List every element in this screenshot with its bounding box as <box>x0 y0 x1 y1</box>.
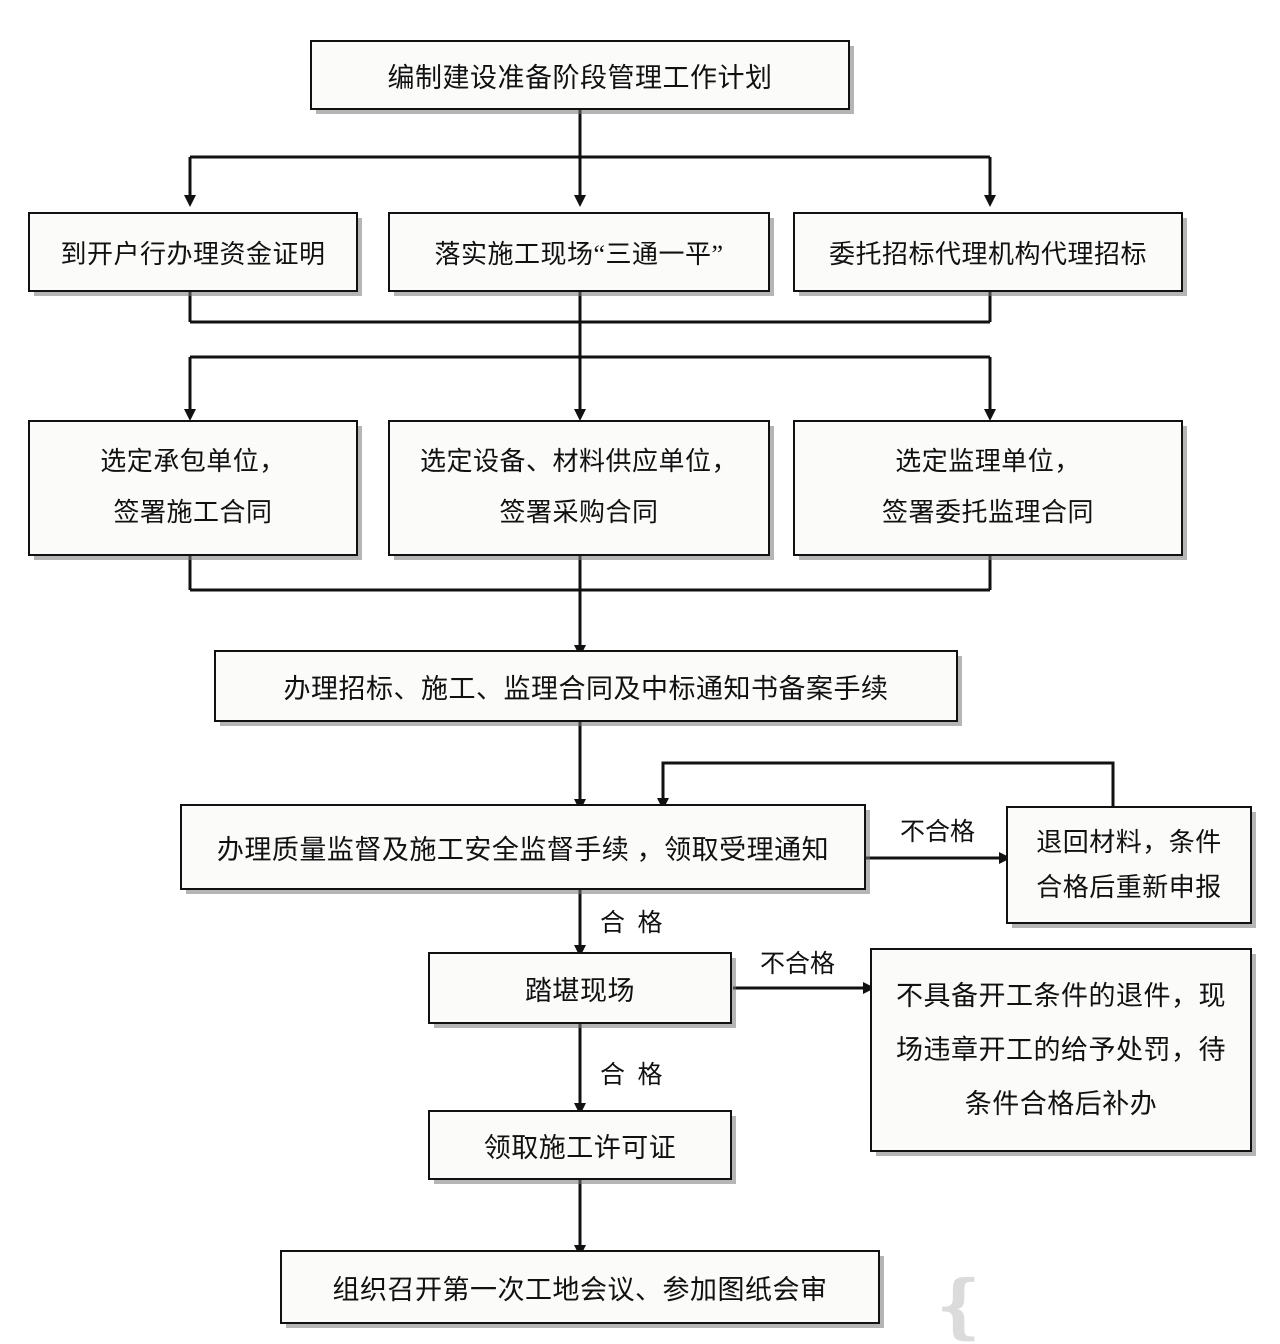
node-site-prep-label: 落实施工现场“三通一平” <box>434 239 724 269</box>
node-supervisor[interactable]: 选定监理单位， 签署委托监理合同 <box>793 420 1183 556</box>
node-first-meeting-label: 组织召开第一次工地会议、参加图纸会审 <box>332 1274 828 1305</box>
node-reject-notice-line2: 场违章开工的给予处罚，待 <box>896 1035 1226 1065</box>
node-quality[interactable]: 办理质量监督及施工安全监督手续 ，领取受理通知 <box>180 804 866 890</box>
node-fund-label: 到开户行办理资金证明 <box>60 239 326 269</box>
edge-label-fail-quality: 不合格 <box>900 819 976 846</box>
node-fund[interactable]: 到开户行办理资金证明 <box>28 212 358 292</box>
node-supplier-line1: 选定设备、材料供应单位， <box>419 447 738 477</box>
edge-return-feedback <box>657 761 1115 810</box>
node-supervisor-line1: 选定监理单位， <box>895 447 1081 477</box>
node-plan[interactable]: 编制建设准备阶段管理工作计划 <box>310 40 850 110</box>
node-site-prep[interactable]: 落实施工现场“三通一平” <box>388 212 770 292</box>
node-return-material-line2: 合格后重新申报 <box>1036 873 1222 902</box>
edge-label-pass-quality: 合 格 <box>600 910 663 937</box>
node-site-survey-label: 踏堪现场 <box>525 975 635 1006</box>
node-quality-label: 办理质量监督及施工安全监督手续 ，领取受理通知 <box>216 834 830 865</box>
node-first-meeting[interactable]: 组织召开第一次工地会议、参加图纸会审 <box>280 1250 880 1324</box>
watermark: ❴ <box>930 1269 989 1344</box>
node-return-material[interactable]: 退回材料，条件 合格后重新申报 <box>1006 806 1252 924</box>
edge-label-fail-survey: 不合格 <box>760 951 836 978</box>
node-supplier[interactable]: 选定设备、材料供应单位， 签署采购合同 <box>388 420 770 556</box>
node-plan-label: 编制建设准备阶段管理工作计划 <box>387 62 773 93</box>
node-reject-notice-line3: 条件合格后补办 <box>964 1089 1158 1119</box>
node-contractor-line1: 选定承包单位， <box>100 447 286 477</box>
node-filing[interactable]: 办理招标、施工、监理合同及中标通知书备案手续 <box>214 650 958 722</box>
node-contractor-line2: 签署施工合同 <box>113 498 273 527</box>
node-supplier-line2: 签署采购合同 <box>499 498 659 527</box>
node-reject-notice[interactable]: 不具备开工条件的退件，现 场违章开工的给予处罚，待 条件合格后补办 <box>870 948 1252 1152</box>
node-supervisor-line2: 签署委托监理合同 <box>881 498 1094 527</box>
node-return-material-line1: 退回材料，条件 <box>1036 827 1222 857</box>
node-tender-agent[interactable]: 委托招标代理机构代理招标 <box>793 212 1183 292</box>
edge-label-pass-survey: 合 格 <box>600 1062 663 1089</box>
node-permit-label: 领取施工许可证 <box>483 1132 677 1163</box>
node-contractor[interactable]: 选定承包单位， 签署施工合同 <box>28 420 358 556</box>
node-filing-label: 办理招标、施工、监理合同及中标通知书备案手续 <box>283 673 889 704</box>
node-tender-agent-label: 委托招标代理机构代理招标 <box>828 239 1147 269</box>
node-permit[interactable]: 领取施工许可证 <box>428 1110 732 1180</box>
node-reject-notice-line1: 不具备开工条件的退件，现 <box>896 981 1226 1011</box>
node-site-survey[interactable]: 踏堪现场 <box>428 952 732 1024</box>
